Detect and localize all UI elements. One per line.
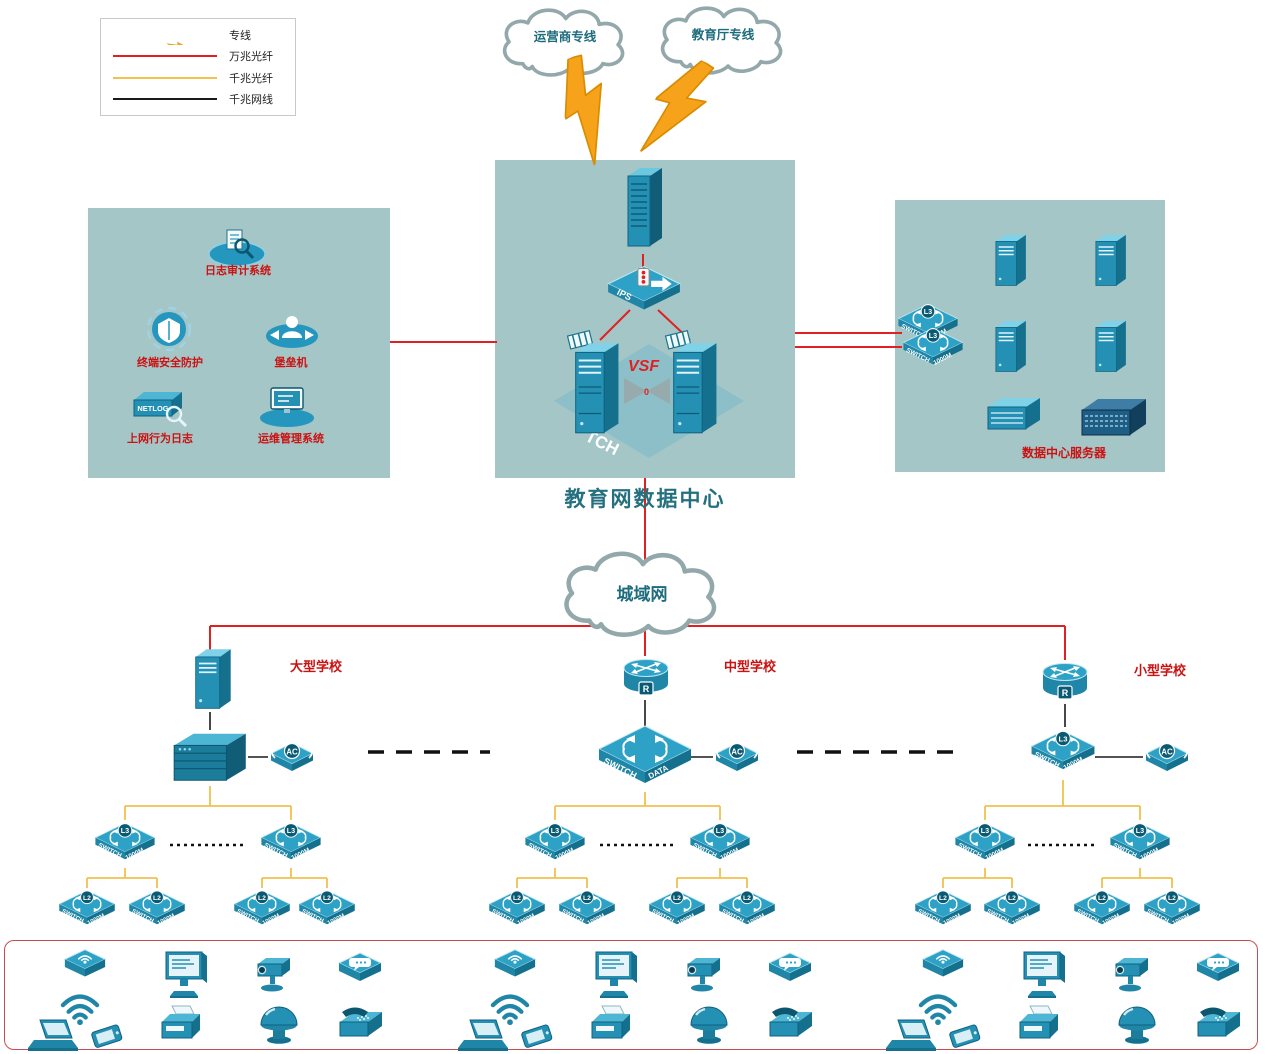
medium-school-label: 中型学校 (723, 659, 776, 674)
ops-management-icon (260, 387, 314, 427)
small-school-core-switch-icon (1029, 724, 1097, 782)
vsf-label: VSF (628, 358, 660, 375)
smartphone-icon (944, 1024, 988, 1054)
bastion-host-label: 堡垒机 (274, 357, 308, 369)
large-school-l2-switch-icon (127, 886, 187, 934)
legend-row-dedicated-line: 专线 (109, 24, 287, 46)
small-school-router-icon (1037, 656, 1093, 706)
large-school-l3-switch-icon (259, 818, 323, 870)
smartphone-icon (516, 1024, 560, 1054)
small-school-l2-switch-icon (982, 886, 1042, 934)
laptop-icon (456, 1018, 508, 1054)
server-zone-label: 数据中心服务器 (1021, 446, 1106, 460)
log-audit-label: 日志审计系统 (205, 265, 271, 277)
medium-school-ac-icon (711, 738, 763, 784)
terminal-security-icon (146, 306, 192, 352)
storage-rack-icon (982, 392, 1046, 436)
core-zone-title: 教育网数据中心 (564, 487, 726, 511)
dome-camera-icon (1114, 1000, 1160, 1046)
endpoint-device-band (4, 940, 1258, 1050)
desktop-monitor-icon (160, 948, 212, 1002)
legend-label: 专线 (229, 29, 251, 42)
legend-row-1g-fiber: 千兆光纤 (109, 67, 287, 89)
medium-school-l2-switch-icon (647, 886, 707, 934)
medium-school-l3-switch-icon (688, 818, 752, 870)
datacenter-server-icon (988, 232, 1030, 292)
ips-appliance-icon (604, 262, 684, 316)
small-school-l3-switch-icon (953, 818, 1017, 870)
black-line-sample (109, 98, 221, 101)
large-school-ac-icon (266, 738, 318, 784)
legend-label: 千兆光纤 (229, 72, 273, 85)
printer-icon (156, 1004, 206, 1048)
desk-phone-icon (1190, 1004, 1244, 1048)
small-school-l2-switch-icon (913, 886, 973, 934)
ptz-camera-icon (680, 950, 728, 996)
core-firewall-icon (620, 164, 666, 256)
legend-label: 万兆光纤 (229, 51, 273, 64)
dome-camera-icon (686, 1000, 732, 1046)
small-school-l3-switch-icon (1108, 818, 1172, 870)
smartphone-icon (86, 1024, 130, 1054)
vsf-zero-label: 0 (644, 387, 649, 397)
wlan-ap-icon (492, 946, 538, 986)
desk-phone-icon (762, 1004, 816, 1048)
legend-label: 千兆网线 (229, 94, 273, 107)
large-school-firewall-icon (166, 728, 252, 788)
red-line-sample (109, 55, 221, 58)
vsf-stack-indicator: VSF 0 (624, 358, 670, 404)
ops-management-label: 运维管理系统 (258, 433, 324, 445)
chat-tile-icon (336, 950, 384, 990)
large-school-l3-switch-icon (93, 818, 157, 870)
large-school-l2-switch-icon (232, 886, 292, 934)
medium-school-l3-switch-icon (523, 818, 587, 870)
lightning-icon (109, 24, 221, 45)
blade-chassis-icon (1076, 394, 1152, 440)
legend-row-1g-copper: 千兆网线 (109, 89, 287, 111)
printer-icon (586, 1004, 636, 1048)
medium-school-core-switch-icon (595, 722, 695, 796)
small-school-l2-switch-icon (1072, 886, 1132, 934)
small-school-ac-icon (1141, 738, 1193, 784)
chat-tile-icon (766, 950, 814, 990)
bastion-host-icon (266, 316, 318, 348)
desktop-monitor-icon (590, 948, 642, 1002)
large-school-label: 大型学校 (289, 659, 342, 674)
dome-camera-icon (256, 1000, 302, 1046)
ptz-camera-icon (1108, 950, 1156, 996)
man-cloud-label: 城域网 (616, 585, 668, 604)
serverzone-l3-switch-icon (901, 324, 965, 374)
wlan-ap-icon (920, 946, 966, 986)
large-school-server-icon (186, 646, 236, 716)
small-school-l2-switch-icon (1142, 886, 1202, 934)
medium-school-l2-switch-icon (487, 886, 547, 934)
laptop-icon (884, 1018, 936, 1054)
desktop-monitor-icon (1018, 948, 1070, 1002)
ptz-camera-icon (250, 950, 298, 996)
log-audit-icon (208, 229, 266, 267)
yellow-line-sample (109, 76, 221, 79)
large-school-l2-switch-icon (57, 886, 117, 934)
medium-school-l2-switch-icon (557, 886, 617, 934)
legend: 专线 万兆光纤 千兆光纤 千兆网线 (100, 18, 296, 116)
medium-school-router-icon (618, 652, 674, 702)
datacenter-server-icon (988, 318, 1030, 378)
netlog-icon: NETLOG (133, 392, 188, 428)
wlan-ap-icon (62, 946, 108, 986)
printer-icon (1014, 1004, 1064, 1048)
medium-school-l2-switch-icon (717, 886, 777, 934)
large-school-l2-switch-icon (297, 886, 357, 934)
datacenter-server-icon (1088, 232, 1130, 292)
legend-row-10g-fiber: 万兆光纤 (109, 46, 287, 68)
carrier-cloud-label: 运营商专线 (533, 30, 597, 44)
chat-tile-icon (1194, 950, 1242, 990)
netlog-label: 上网行为日志 (127, 433, 193, 445)
edu-cloud-label: 教育厅专线 (691, 28, 755, 42)
datacenter-server-icon (1088, 318, 1130, 378)
netlog-badge-text: NETLOG (137, 404, 168, 413)
terminal-security-label: 终端安全防护 (137, 357, 203, 369)
desk-phone-icon (332, 1004, 386, 1048)
small-school-label: 小型学校 (1133, 663, 1186, 678)
laptop-icon (26, 1018, 78, 1054)
